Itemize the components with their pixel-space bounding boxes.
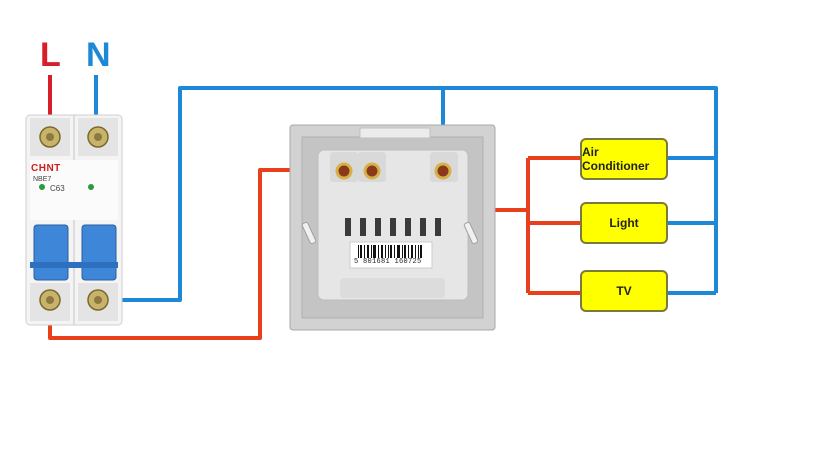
neutral-wires [94, 75, 718, 302]
neutral-label: N [86, 36, 111, 74]
switch-terminal-neutral [434, 162, 452, 180]
switch-terminal-live-out [363, 162, 381, 180]
switch-terminal-live-in [335, 162, 353, 180]
breaker-handle-l [33, 224, 69, 281]
breaker-brand: CHNT [31, 163, 61, 174]
breaker-handle-n [81, 224, 117, 281]
switch-vents [345, 218, 441, 236]
load-air-conditioner: Air Conditioner [580, 138, 668, 180]
wall-switch [289, 124, 496, 331]
load-light: Light [580, 202, 668, 244]
breaker-rating: C63 [50, 184, 65, 193]
load-tv: TV [580, 270, 668, 312]
circuit-breaker [25, 114, 123, 326]
barcode [358, 245, 422, 258]
neutral-to-switch-wire [100, 86, 445, 302]
breaker-model: NBE7 [33, 176, 52, 183]
live-label: L [40, 36, 61, 74]
barcode-number: 5 801681 160725 [354, 258, 422, 266]
